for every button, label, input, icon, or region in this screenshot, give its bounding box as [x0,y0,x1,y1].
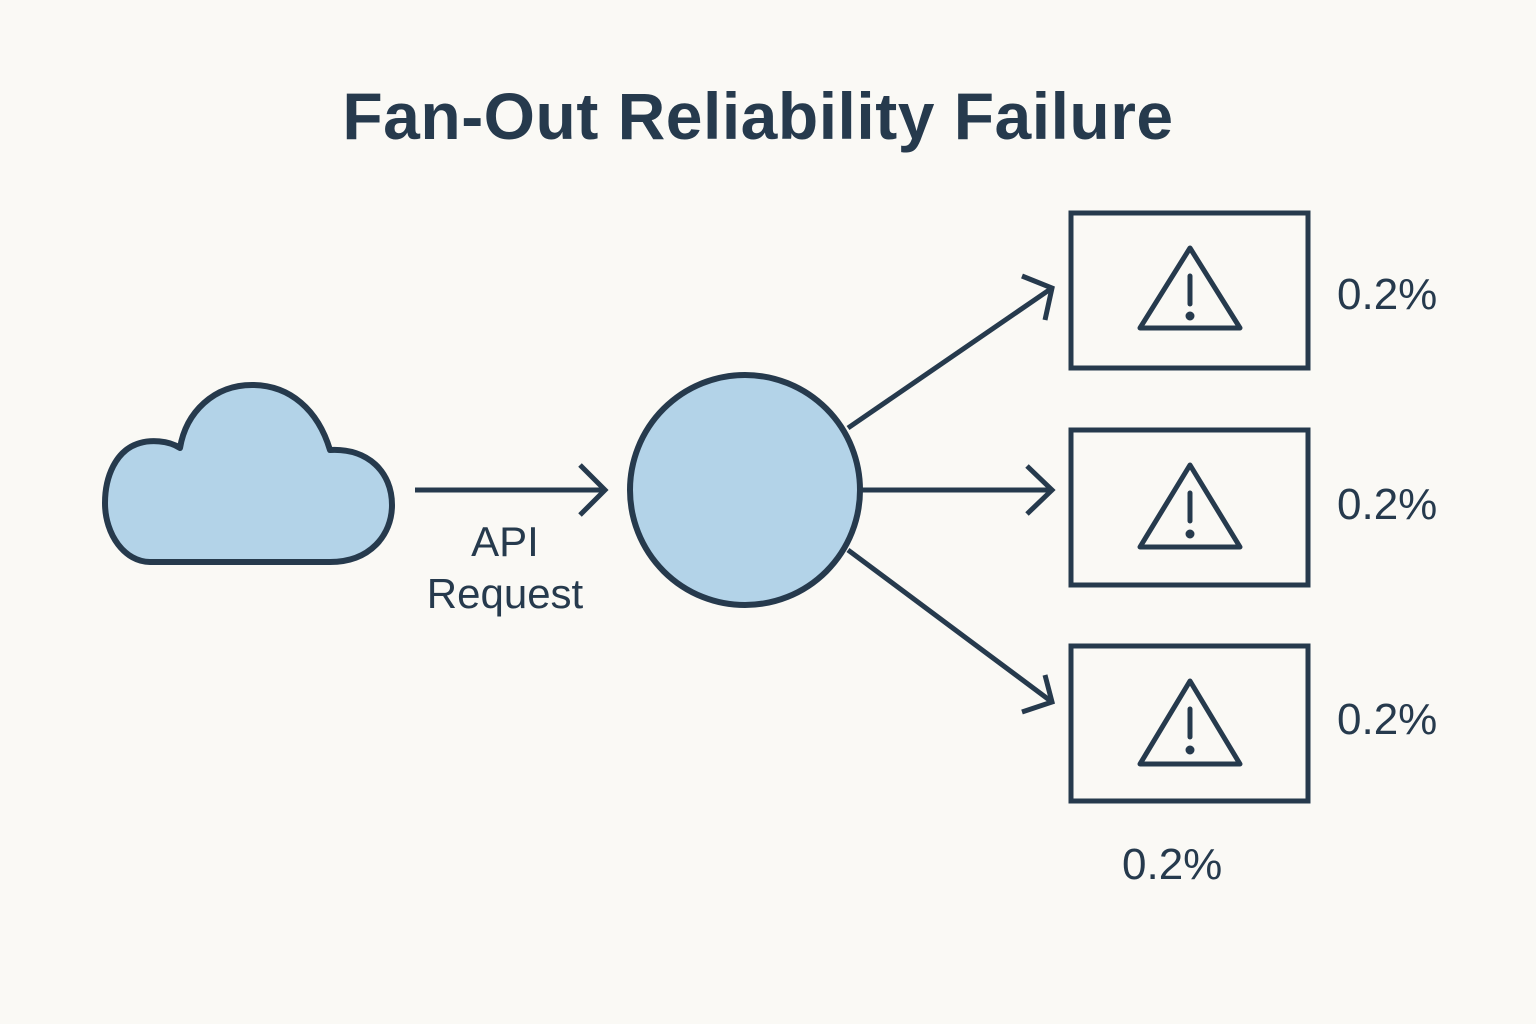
api-request-label-line1: API [471,518,539,565]
fan-out-arrow-top [846,273,1055,431]
service-node [627,372,863,608]
warning-icon [1137,245,1243,331]
cloud-icon [102,382,395,565]
api-request-arrow [415,463,609,517]
downstream-box-1 [1068,210,1311,371]
api-request-label: API Request [400,516,610,620]
failure-rate-3: 0.2% [1337,695,1438,744]
fan-out-arrow-middle [862,464,1056,516]
downstream-box-2 [1068,427,1311,588]
failure-rate-extra: 0.2% [1122,840,1223,889]
fan-out-arrow-bottom [846,547,1056,715]
failure-rate-1: 0.2% [1337,270,1438,319]
failure-rate-2: 0.2% [1337,480,1438,529]
downstream-box-3 [1068,643,1311,804]
warning-icon [1137,678,1243,767]
warning-icon [1137,462,1243,550]
api-request-label-line2: Request [426,570,584,617]
diagram-title: Fan-Out Reliability Failure [342,79,1174,153]
